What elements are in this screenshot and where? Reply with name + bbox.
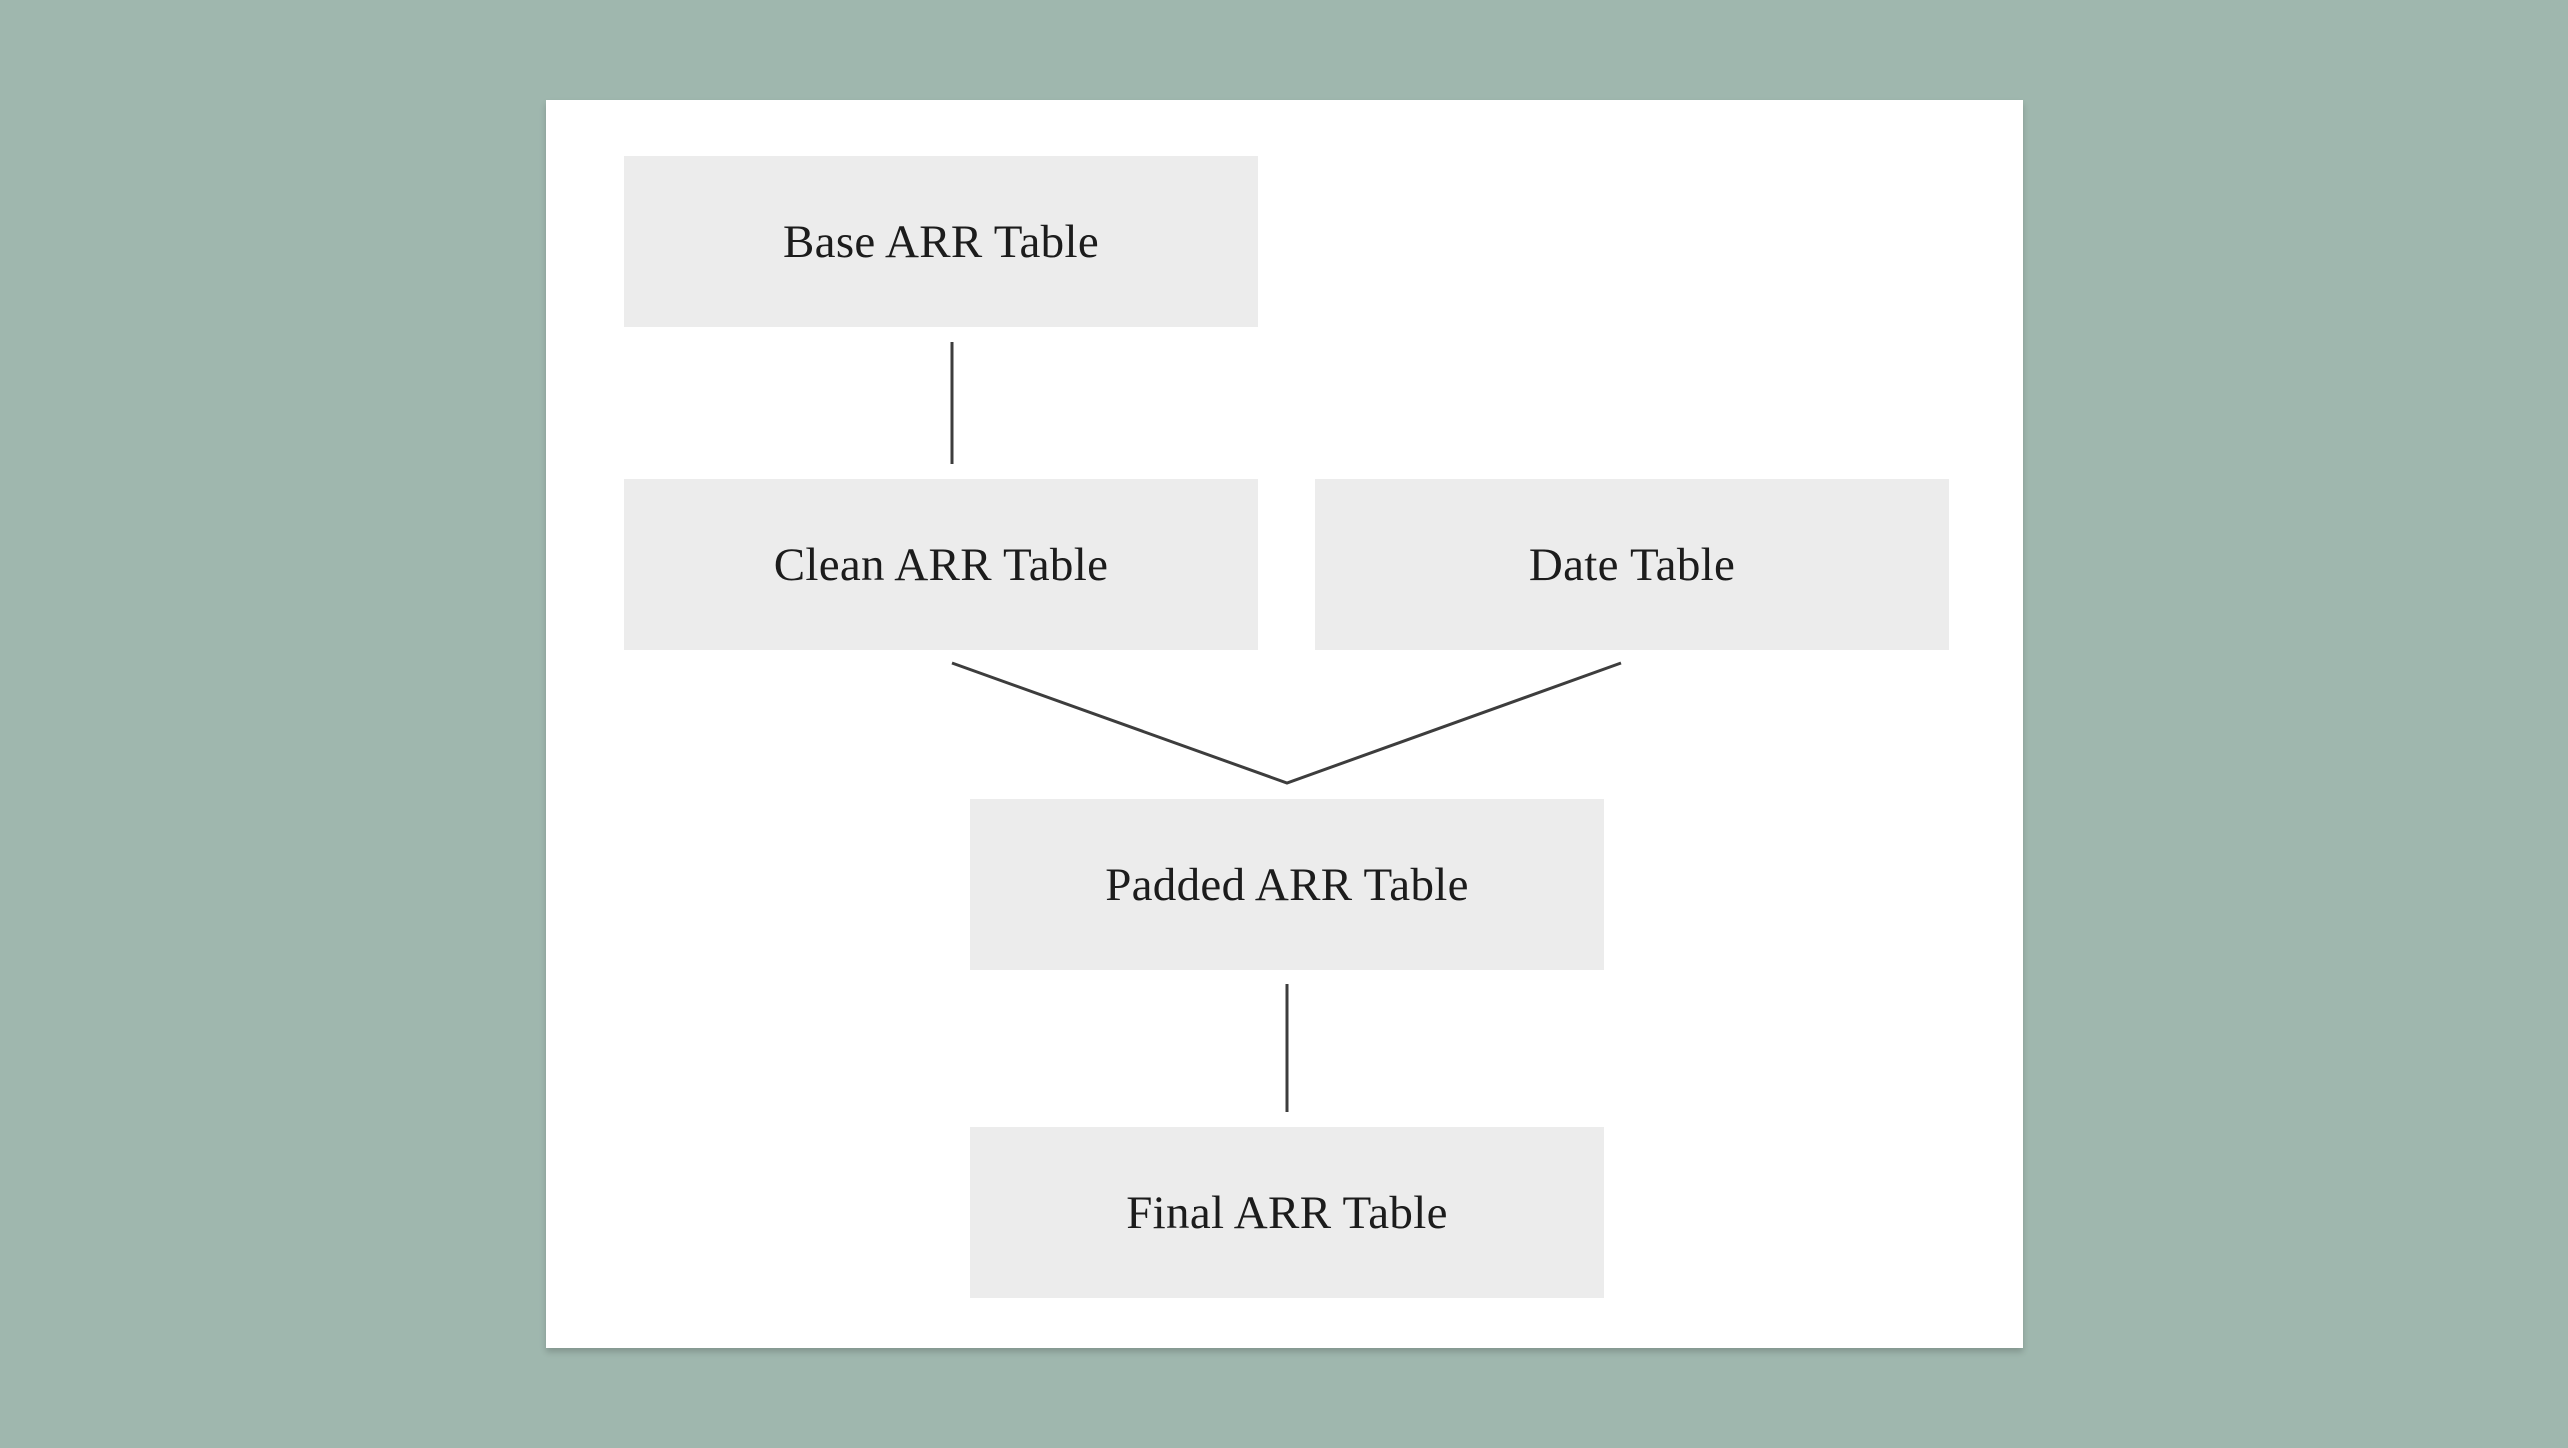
node-base-arr-table: Base ARR Table bbox=[624, 156, 1258, 327]
edge-clean-date-to-padded bbox=[951, 661, 1622, 785]
node-final-arr-table: Final ARR Table bbox=[970, 1127, 1604, 1298]
node-label: Clean ARR Table bbox=[773, 538, 1109, 591]
node-label: Base ARR Table bbox=[783, 215, 1099, 268]
node-label: Padded ARR Table bbox=[1105, 858, 1469, 911]
node-label: Final ARR Table bbox=[1126, 1186, 1448, 1239]
node-padded-arr-table: Padded ARR Table bbox=[970, 799, 1604, 970]
node-label: Date Table bbox=[1528, 538, 1736, 591]
node-date-table: Date Table bbox=[1315, 479, 1949, 650]
node-clean-arr-table: Clean ARR Table bbox=[624, 479, 1258, 650]
diagram-card: Base ARR Table Clean ARR Table Date Tabl… bbox=[546, 100, 2023, 1348]
